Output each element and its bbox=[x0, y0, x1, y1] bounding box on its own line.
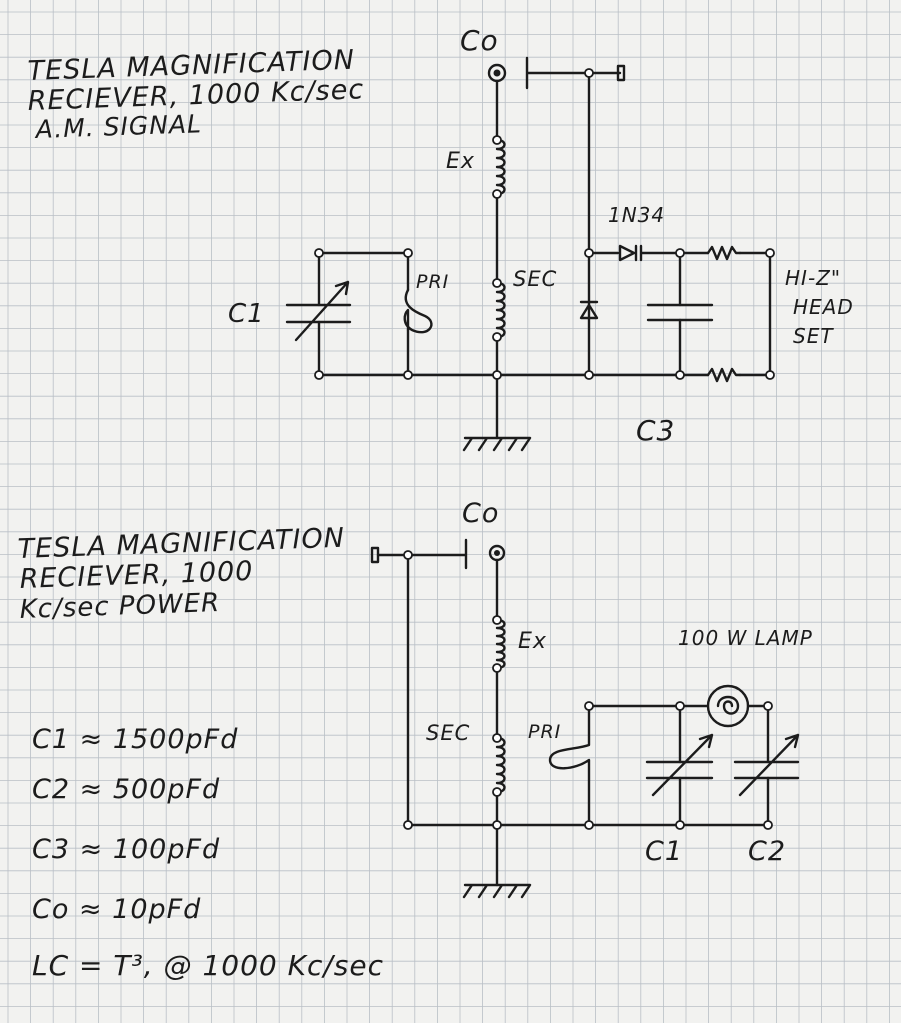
top-diagram: TESLA MAGNIFICATION RECIEVER, 1000 Kc/se… bbox=[27, 24, 854, 452]
bottom-junction-nodes bbox=[403, 550, 773, 830]
bottom-lamp bbox=[706, 684, 750, 728]
bottom-c1-capacitor bbox=[645, 733, 714, 797]
bottom-sec-coil bbox=[495, 736, 506, 794]
top-sec-coil bbox=[495, 281, 506, 339]
value-c2: C2 ≈ 500pFd bbox=[32, 774, 220, 805]
top-co-label: Co bbox=[460, 24, 499, 57]
bottom-c2-capacitor bbox=[733, 733, 800, 797]
top-c3-label: C3 bbox=[636, 414, 675, 447]
top-headset-line-1: HI-Z" bbox=[785, 266, 841, 290]
top-resistor-upper bbox=[706, 245, 742, 261]
top-headset-line-3: SET bbox=[793, 324, 834, 348]
bottom-pri-coil bbox=[548, 704, 591, 827]
component-values: C1 ≈ 1500pFd C2 ≈ 500pFd C3 ≈ 100pFd Co … bbox=[32, 724, 384, 982]
top-co-terminal-inner bbox=[493, 69, 501, 77]
top-resistor-lower bbox=[706, 367, 742, 383]
bottom-c2-label: C2 bbox=[748, 836, 786, 867]
bottom-ground-symbol bbox=[462, 883, 532, 899]
bottom-co-plate bbox=[376, 538, 468, 570]
bottom-co-plate-end bbox=[370, 546, 380, 564]
value-c1: C1 ≈ 1500pFd bbox=[32, 724, 238, 755]
top-junction-nodes bbox=[314, 68, 775, 380]
bottom-title-line-3: Kc/sec POWER bbox=[19, 588, 220, 625]
bottom-ex-coil bbox=[495, 618, 506, 670]
top-c1-label: C1 bbox=[228, 299, 265, 329]
bottom-pri-label: PRI bbox=[528, 721, 561, 743]
bottom-lamp-label: 100 W LAMP bbox=[678, 626, 813, 650]
top-title-line-3: A.M. SIGNAL bbox=[33, 109, 202, 144]
bottom-diagram: TESLA MAGNIFICATION RECIEVER, 1000 Kc/se… bbox=[17, 498, 813, 899]
top-shunt-diode bbox=[579, 300, 599, 320]
top-1n34-diode bbox=[618, 244, 643, 262]
value-lc-formula: LC = T³, @ 1000 Kc/sec bbox=[32, 949, 384, 982]
bottom-ex-label: Ex bbox=[518, 629, 547, 654]
bottom-c1-label: C1 bbox=[645, 836, 683, 867]
top-pri-label: PRI bbox=[416, 271, 449, 293]
top-pri-loop-wire bbox=[317, 251, 410, 377]
top-ground-symbol bbox=[462, 436, 532, 452]
top-c1-capacitor bbox=[285, 280, 352, 342]
bottom-co-terminal-inner bbox=[494, 550, 500, 556]
bottom-co-label: Co bbox=[462, 498, 499, 529]
value-co: Co ≈ 10pFd bbox=[32, 894, 201, 925]
top-co-plate bbox=[525, 56, 622, 90]
value-c3: C3 ≈ 100pFd bbox=[32, 834, 220, 865]
top-ex-coil bbox=[495, 138, 506, 196]
bottom-lamp-filament bbox=[716, 695, 740, 715]
bottom-sec-label: SEC bbox=[426, 721, 470, 745]
top-diode-label: 1N34 bbox=[608, 203, 665, 227]
top-pri-coil bbox=[403, 288, 433, 334]
top-sec-label: SEC bbox=[513, 267, 557, 291]
top-co-plate-end bbox=[616, 64, 626, 82]
top-c3-capacitor bbox=[646, 303, 714, 322]
top-ex-label: Ex bbox=[446, 149, 475, 174]
top-headset-line-2: HEAD bbox=[793, 295, 854, 319]
